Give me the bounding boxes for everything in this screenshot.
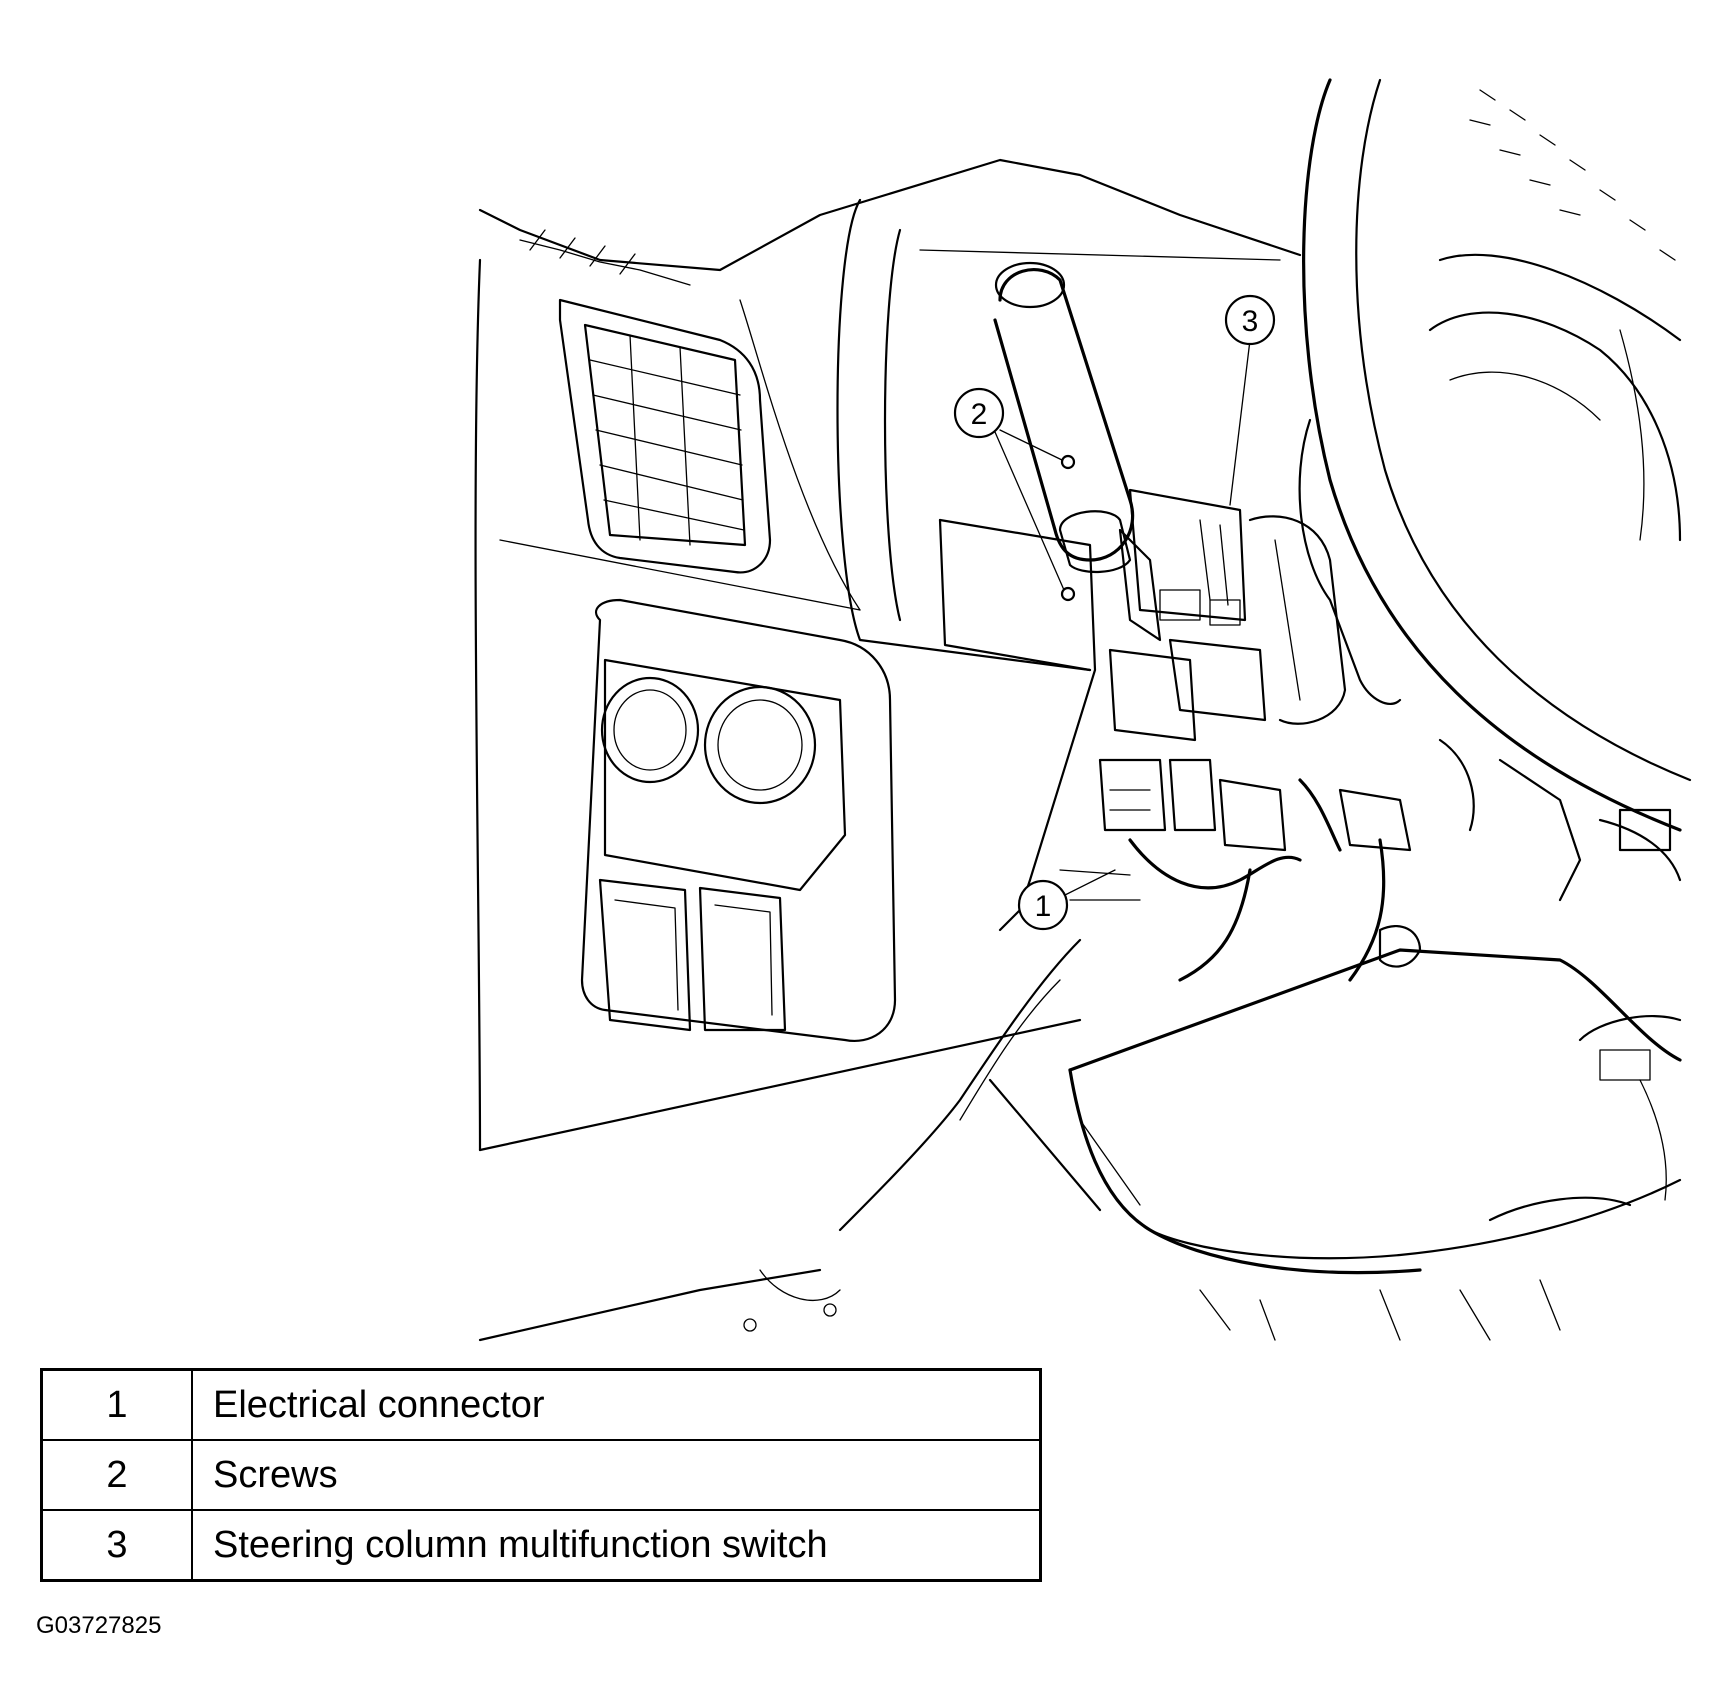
steering-column-stalk <box>993 261 1135 574</box>
steering-column-illustration: 2 3 1 <box>474 78 1692 1342</box>
switch-bezel <box>580 598 897 1043</box>
callout-1-label: 1 <box>1035 890 1052 923</box>
legend-description: Electrical connector <box>191 1368 1042 1441</box>
upper-air-vent <box>519 229 772 574</box>
upper-screw <box>1060 454 1076 470</box>
column-shroud <box>1068 948 1682 1341</box>
lower-trim-panel <box>743 938 1102 1332</box>
legend-row: 2 Screws <box>40 1439 1042 1511</box>
figure-id: G03727825 <box>36 1612 162 1639</box>
callout-3-label: 3 <box>1242 305 1259 338</box>
multifunction-switch-assembly <box>1118 488 1347 725</box>
callout-leaders <box>994 339 1251 896</box>
dashboard-panel <box>474 158 1302 1342</box>
trim-cover <box>938 518 1097 932</box>
legend-description: Steering column multifunction switch <box>191 1509 1042 1582</box>
callout-1: 1 <box>1017 879 1069 931</box>
legend-description: Screws <box>191 1439 1042 1511</box>
legend-number: 2 <box>40 1439 193 1511</box>
legend-number: 1 <box>40 1368 193 1441</box>
callout-2-label: 2 <box>971 398 988 431</box>
callout-3: 3 <box>1224 294 1276 346</box>
screws <box>1060 454 1076 602</box>
legend-number: 3 <box>40 1509 193 1582</box>
steering-wheel <box>1298 78 1692 832</box>
legend-table: 1 Electrical connector 2 Screws 3 Steeri… <box>40 1368 1042 1582</box>
legend-row: 3 Steering column multifunction switch <box>40 1509 1042 1582</box>
callout-2: 2 <box>953 387 1005 439</box>
wiring-harness <box>1059 648 1682 982</box>
lower-screw <box>1060 586 1076 602</box>
legend-row: 1 Electrical connector <box>40 1368 1042 1441</box>
